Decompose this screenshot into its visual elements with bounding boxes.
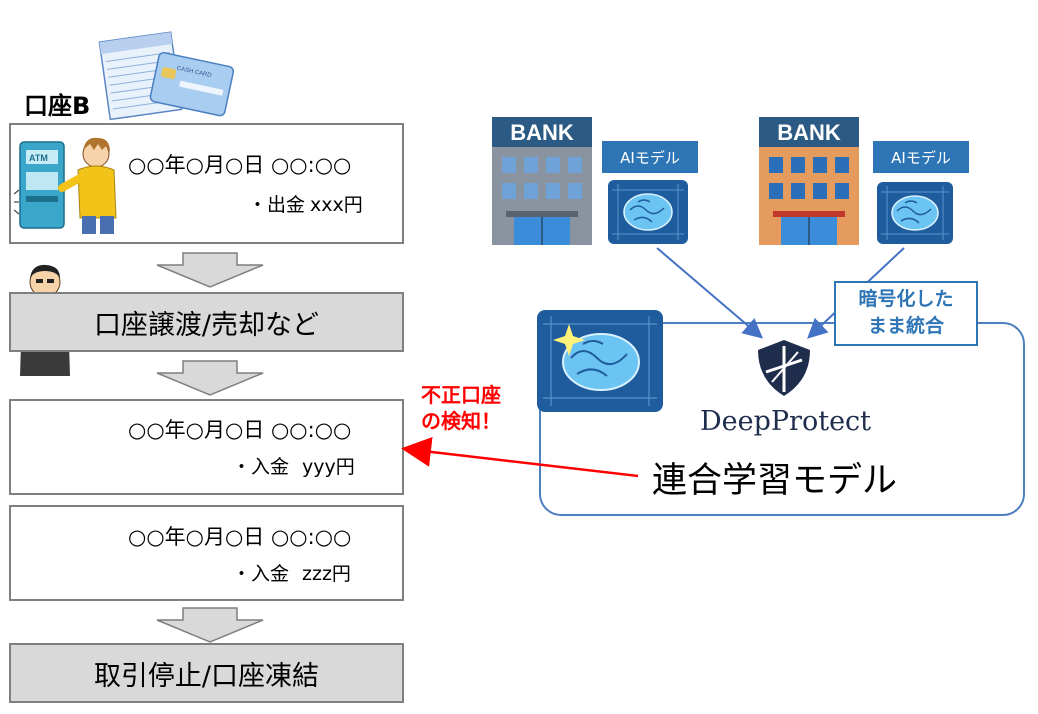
encrypt-note-line-1: 暗号化した [858, 288, 954, 310]
federated-model-container [539, 322, 1025, 516]
transaction-date-1: ○○年○月○日 ○○:○○ [128, 153, 352, 177]
transaction-action-1: ・出金 [248, 194, 306, 216]
transaction-date-3: ○○年○月○日 ○○:○○ [128, 525, 352, 549]
atm-person-illustration: ATM [14, 137, 117, 234]
transaction-box-deposit-1 [9, 399, 404, 495]
brand-name: DeepProtect [700, 406, 872, 437]
flow-arrow-down [156, 360, 264, 396]
flow-arrow-down [156, 607, 264, 643]
fraud-detection-note: 不正口座 の検知！ [421, 382, 501, 434]
brain-chip-icon [877, 182, 953, 244]
detection-arrow [401, 436, 639, 478]
transaction-date-2: ○○年○月○日 ○○:○○ [128, 418, 352, 442]
deepprotect-logo-icon [758, 340, 810, 396]
transaction-amount-2: yyy円 [302, 456, 355, 478]
atm-text: ATM [29, 153, 48, 163]
account-freeze-step: 取引停止/口座凍結 [9, 643, 404, 703]
federated-model-label: 連合学習モデル [652, 461, 898, 501]
encrypt-note-line-2: まま統合 [867, 315, 944, 337]
bank-sign-2: BANK [777, 120, 841, 145]
account-title: 口座B [24, 92, 91, 120]
account-freeze-label: 取引停止/口座凍結 [93, 660, 320, 692]
bank-sign-1: BANK [510, 120, 574, 145]
account-transfer-step: 口座譲渡/売却など [9, 292, 404, 352]
ai-model-label-1: AIモデル [601, 140, 699, 174]
passbook-card-illustration: CASH CARD [98, 31, 235, 121]
bank1-to-model-arrow [656, 247, 764, 339]
detection-note-line-2: の検知！ [421, 409, 501, 433]
encrypted-integration-note: 暗号化した まま統合 [834, 281, 978, 346]
federated-brain-chip-icon [537, 310, 663, 412]
ai-model-label-2: AIモデル [872, 140, 970, 174]
transaction-amount-3: zzz円 [302, 563, 351, 585]
detection-note-line-1: 不正口座 [421, 383, 501, 407]
bank-building-icon: BANK [759, 117, 859, 245]
bank-building-icon: BANK [492, 117, 592, 245]
transaction-amount-1: xxx円 [310, 194, 363, 216]
transaction-box-deposit-2 [9, 505, 404, 601]
transaction-action-2: ・入金 [232, 456, 290, 478]
transaction-action-3: ・入金 [232, 563, 290, 585]
flow-arrow-down [156, 252, 264, 288]
brain-chip-icon [608, 180, 688, 244]
account-transfer-label: 口座譲渡/売却など [93, 309, 320, 341]
